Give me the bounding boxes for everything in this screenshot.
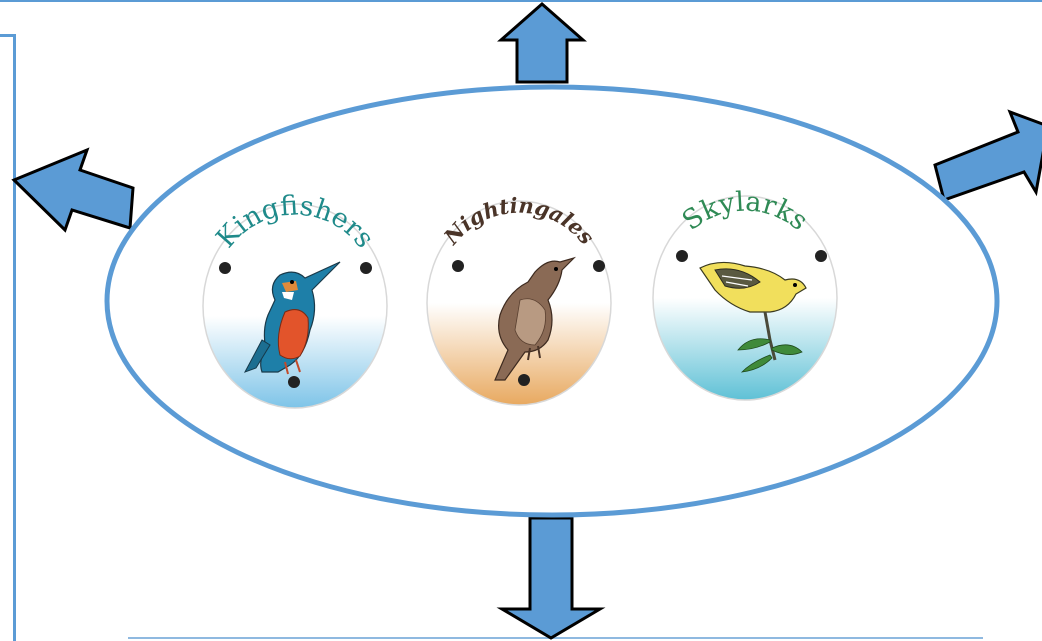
arrow-upper-left: [11, 147, 135, 233]
top-border-line: [0, 0, 1042, 2]
arrow-down: [496, 516, 606, 640]
kingfisher-illustration: [243, 261, 341, 375]
left-side-frame: [0, 34, 16, 641]
nightingale-illustration: [494, 256, 577, 381]
arrow-up: [497, 2, 587, 84]
skylark-illustration: [699, 261, 807, 373]
bottom-border-line: [128, 637, 983, 639]
arrow-upper-right: [933, 109, 1042, 202]
badge-skylarks: Skylarks: [652, 186, 838, 401]
badge-kingfishers: Kingfishers: [202, 190, 388, 409]
badge-nightingales: Nightingales: [426, 192, 612, 406]
central-ellipse: [104, 84, 1000, 518]
